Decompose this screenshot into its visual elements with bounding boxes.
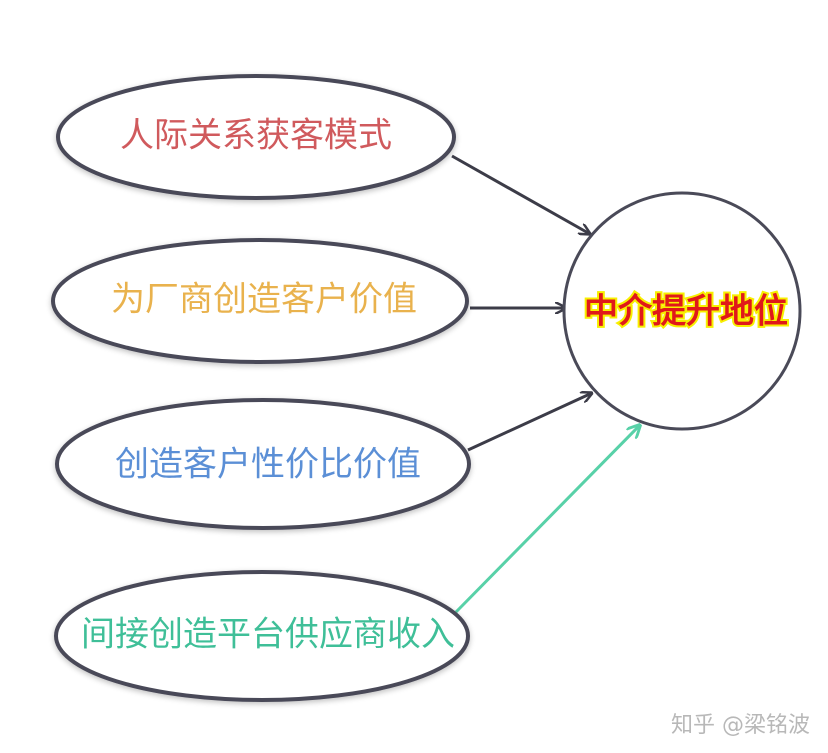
source-label-4: 间接创造平台供应商收入: [81, 615, 455, 655]
source-node-2: 为厂商创造客户价值: [51, 238, 469, 364]
target-node: 中介提升地位: [562, 191, 802, 431]
arrow-3: [467, 393, 592, 452]
target-label: 中介提升地位: [584, 292, 788, 332]
watermark: 知乎 @梁铭波: [671, 713, 810, 738]
source-label-1: 人际关系获客模式: [120, 116, 392, 156]
source-label-2: 为厂商创造客户价值: [111, 280, 417, 320]
arrow-4: [454, 425, 640, 614]
source-node-4: 间接创造平台供应商收入: [54, 570, 470, 702]
source-label-3: 创造客户性价比价值: [115, 445, 421, 485]
source-node-1: 人际关系获客模式: [56, 74, 456, 200]
arrow-1: [451, 154, 590, 234]
source-node-3: 创造客户性价比价值: [55, 398, 471, 530]
